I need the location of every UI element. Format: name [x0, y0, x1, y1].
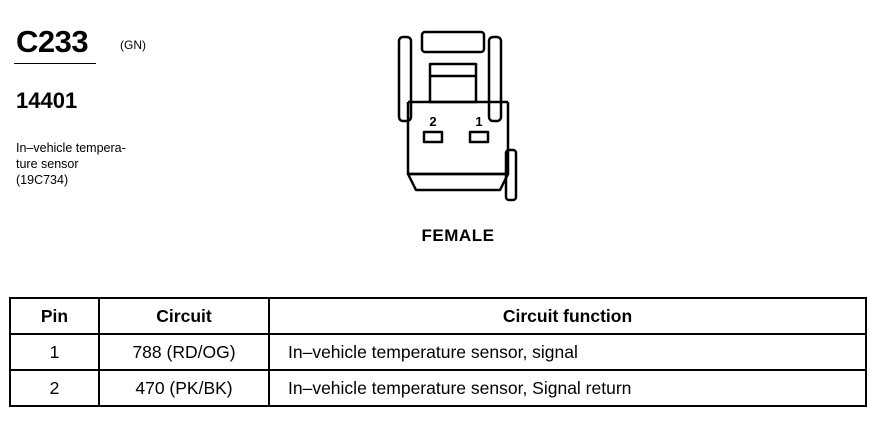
lock-window [428, 62, 478, 104]
left-latch-arm [397, 35, 413, 123]
connector-skirt [406, 172, 510, 192]
pin-cell: 1 [9, 333, 100, 371]
connector-description: In–vehicle tempera- ture sensor (19C734) [16, 140, 176, 188]
circuit-function-cell: In–vehicle temperature sensor, Signal re… [268, 369, 867, 407]
table-row: 2 470 (PK/BK) In–vehicle temperature sen… [9, 369, 867, 407]
circuit-cell: 470 (PK/BK) [98, 369, 270, 407]
top-lock-tab [420, 30, 486, 54]
column-header-circuit-function: Circuit function [268, 297, 867, 335]
pin-label-2: 2 [429, 114, 436, 129]
connector-color-code: (GN) [120, 38, 146, 52]
pin-cell: 2 [9, 369, 100, 407]
column-header-circuit: Circuit [98, 297, 270, 335]
circuit-cell: 788 (RD/OG) [98, 333, 270, 371]
description-line-1: In–vehicle tempera- [16, 141, 126, 155]
connector-gender-label: FEMALE [421, 226, 495, 245]
connector-face-drawing: 2 1 [397, 30, 518, 202]
connector-id: C233 [16, 24, 89, 59]
pin-cavity-1 [468, 130, 490, 144]
pinout-table: Pin Circuit Circuit function 1 788 (RD/O… [9, 297, 867, 407]
right-latch-arm [487, 35, 503, 123]
connector-id-underline [14, 63, 96, 64]
column-header-pin: Pin [9, 297, 100, 335]
circuit-function-cell: In–vehicle temperature sensor, signal [268, 333, 867, 371]
description-line-3: (19C734) [16, 173, 69, 187]
table-row: 1 788 (RD/OG) In–vehicle temperature sen… [9, 333, 867, 371]
pin-label-1: 1 [475, 114, 482, 129]
part-number: 14401 [16, 88, 78, 113]
table-header-row: Pin Circuit Circuit function [9, 297, 867, 335]
description-line-2: ture sensor [16, 157, 79, 171]
side-clip [504, 148, 518, 202]
pin-cavity-2 [422, 130, 444, 144]
